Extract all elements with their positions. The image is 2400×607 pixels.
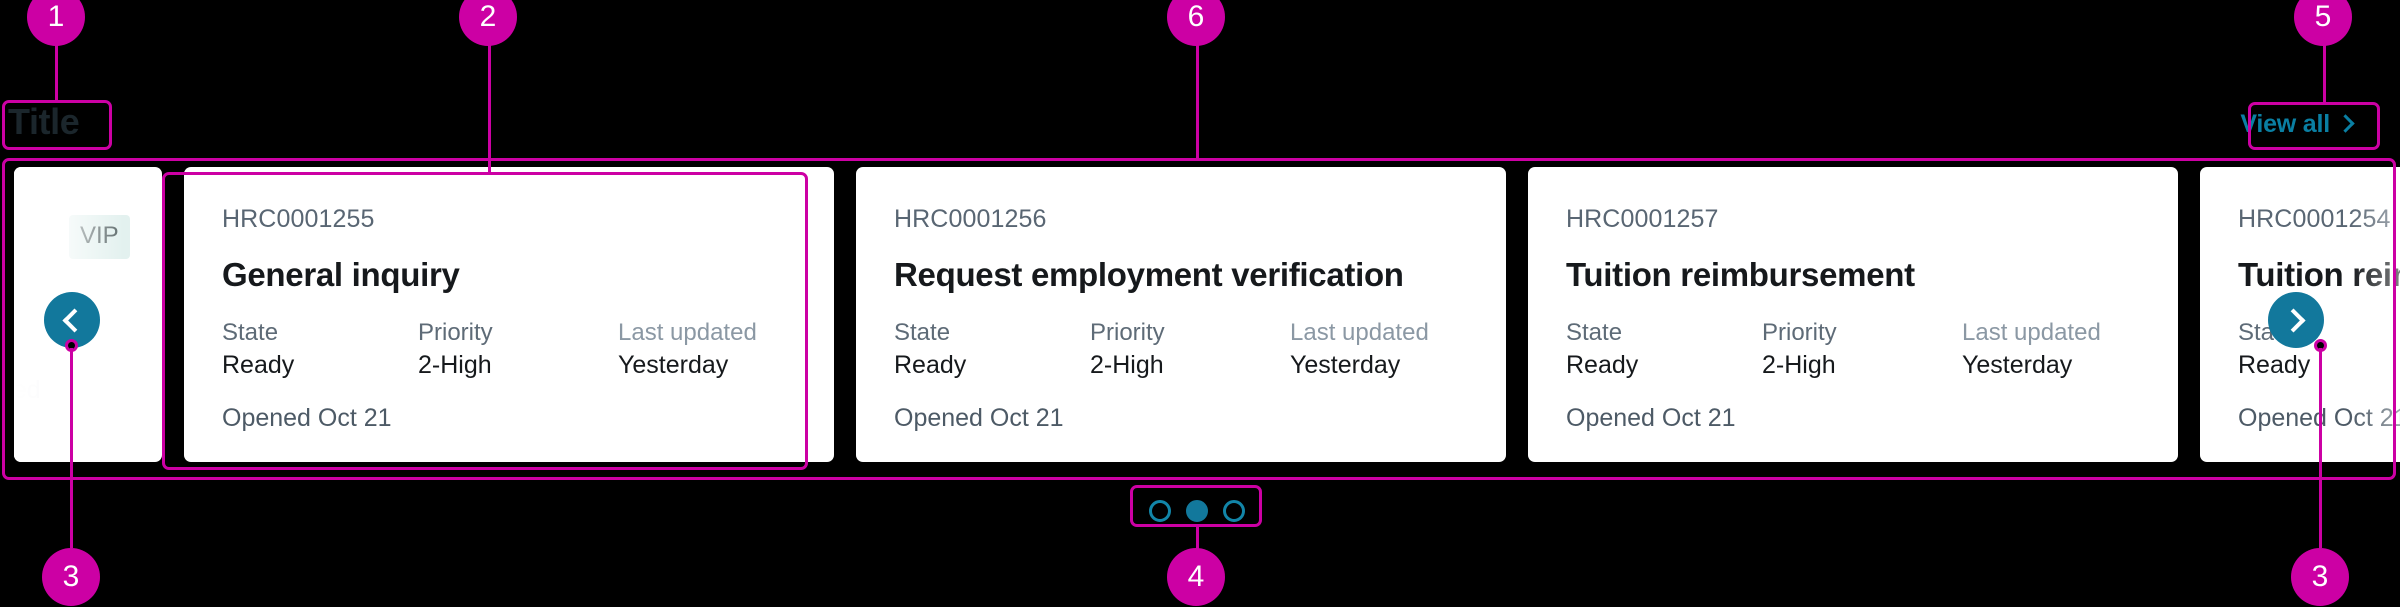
view-all-button[interactable]: View all [2240,110,2355,138]
annotation-marker-3a: 3 [42,548,100,606]
card-meta-state: State Ready [1566,318,1762,380]
card-updated-value: Yesterday [1290,351,1401,380]
view-all-label: View all [2240,110,2330,138]
card-meta-row: State Ready Priority 2-High Last updated… [894,318,1468,380]
card-opened-date: Opened Oct 21 [2238,403,2400,432]
card-state-label: State [222,318,279,346]
card-number: HRC0001257 [1566,205,1719,233]
card-meta-priority: Priority 2-High [1762,318,1962,380]
carousel-card[interactable]: HRC0001257 Tuition reimbursement State R… [1528,167,2178,462]
card-meta-updated: Last updated Yesterday [618,318,834,380]
pagination-dots [1149,500,1245,522]
card-meta-row: State Ready Priority 2-High Last updated… [1566,318,2140,380]
chevron-right-icon [2336,114,2355,133]
card-opened-date: Opened Oct 21 [894,403,1064,432]
annotation-leader-4 [1196,526,1199,562]
partial-left-ghost-label: ated [14,376,41,404]
annotation-marker-6: 6 [1167,0,1225,46]
card-state-value: Ready [222,351,295,380]
card-meta-state: State Ready [222,318,418,380]
card-priority-label: Priority [1090,318,1165,346]
pagination-dot-3[interactable] [1223,500,1245,522]
annotation-marker-2: 2 [459,0,517,46]
card-state-value: Ready [894,351,967,380]
card-updated-value: Yesterday [1962,351,2073,380]
card-opened-date: Opened Oct 21 [1566,403,1736,432]
annotation-leader-1 [55,44,58,102]
card-number: HRC0001255 [222,205,375,233]
card-opened-date: Opened Oct 21 [222,403,392,432]
card-priority-label: Priority [1762,318,1837,346]
card-title: Tuition reimbu [2238,256,2400,293]
card-number: HRC0001254 [2238,205,2391,233]
card-state-label: State [894,318,951,346]
chevron-left-icon [62,307,87,333]
annotation-marker-4: 4 [1167,548,1225,606]
card-state-label: State [1566,318,1623,346]
card-title: General inquiry [222,256,460,293]
card-updated-label: Last updated [1290,318,1429,346]
card-title: Tuition reimbursement [1566,256,1915,293]
chevron-right-icon [2281,307,2306,333]
card-priority-value: 2-High [1762,351,1836,380]
annotation-leader-5 [2323,44,2326,104]
annotation-leader-6 [1196,44,1199,160]
card-meta-updated: Last updated Yesterday [1290,318,1506,380]
vip-badge: VIP [69,215,130,259]
card-priority-label: Priority [418,318,493,346]
card-meta-priority: Priority 2-High [1090,318,1290,380]
carousel-container: VIP ated ay HRC0001255 General inquiry S… [0,167,2400,472]
carousel-prev-button[interactable] [44,292,100,348]
card-priority-value: 2-High [1090,351,1164,380]
annotation-marker-3b: 3 [2291,548,2349,606]
carousel-card[interactable]: HRC0001256 Request employment verificati… [856,167,1506,462]
card-title: Request employment verification [894,256,1404,293]
page-title: Title [8,101,80,142]
card-number: HRC0001256 [894,205,1047,233]
card-state-value: Ready [1566,351,1639,380]
pagination-dot-1[interactable] [1149,500,1171,522]
card-state-value: Ready [2238,351,2311,380]
partial-left-ghost-value: ay [14,414,18,443]
card-meta-row: State Ready Priority 2-High Last updated… [222,318,796,380]
card-updated-label: Last updated [618,318,757,346]
carousel-next-button[interactable] [2268,292,2324,348]
card-meta-priority: Priority 2-High [418,318,618,380]
card-updated-label: Last updated [1962,318,2101,346]
card-meta-state: State Ready [894,318,1090,380]
annotation-marker-1: 1 [27,0,85,46]
pagination-dot-2[interactable] [1186,500,1208,522]
annotation-leader-2 [488,44,491,174]
card-updated-value: Yesterday [618,351,729,380]
annotation-marker-5: 5 [2294,0,2352,46]
carousel-card[interactable]: HRC0001255 General inquiry State Ready P… [184,167,834,462]
card-priority-value: 2-High [418,351,492,380]
card-meta-updated: Last updated Yesterday [1962,318,2178,380]
